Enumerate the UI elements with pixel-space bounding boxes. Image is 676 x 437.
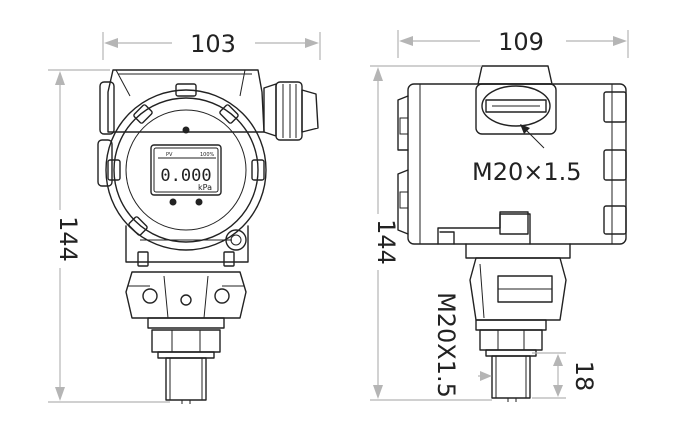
cable-thread-label: M20×1.5 <box>472 158 582 186</box>
cable-entry-top <box>475 65 557 135</box>
indicator-dot-top <box>182 126 190 134</box>
process-thread-label: M20X1.5 <box>432 292 460 398</box>
side-height-label: 144 <box>372 219 400 265</box>
sensor-module-side <box>469 257 567 331</box>
dimension-side-width: 109 <box>397 28 629 58</box>
lcd-reading: 0.000 <box>160 166 211 186</box>
dimension-front-height: 144 <box>48 69 170 403</box>
cable-gland <box>263 81 319 141</box>
front-height-label: 144 <box>54 216 82 262</box>
lcd-display: PV 100% 0.000 kPa <box>150 144 222 196</box>
lcd-mode-label: PV <box>166 152 173 158</box>
process-thread-front <box>165 357 207 404</box>
lcd-range-label: 100% <box>200 152 215 158</box>
indicator-dot-left <box>169 198 177 206</box>
indicator-dot-right <box>195 198 203 206</box>
lcd-unit: kPa <box>198 183 212 192</box>
dimension-front-width: 103 <box>102 30 321 60</box>
process-thread-side <box>491 355 531 402</box>
front-view: PV 100% 0.000 kPa <box>97 69 319 404</box>
side-width-label: 109 <box>498 28 544 56</box>
side-view: M20×1.5 <box>397 65 627 402</box>
hex-nut-side <box>479 329 543 357</box>
dimension-thread-length: 18 <box>532 352 598 399</box>
dimension-process-thread: M20X1.5 <box>432 292 492 398</box>
dimension-side-height: 144 <box>370 65 492 401</box>
sensor-module <box>125 271 247 329</box>
thread-length-label: 18 <box>570 361 598 392</box>
ground-screw <box>225 229 247 251</box>
hex-nut <box>151 329 221 359</box>
front-width-label: 103 <box>190 30 236 58</box>
